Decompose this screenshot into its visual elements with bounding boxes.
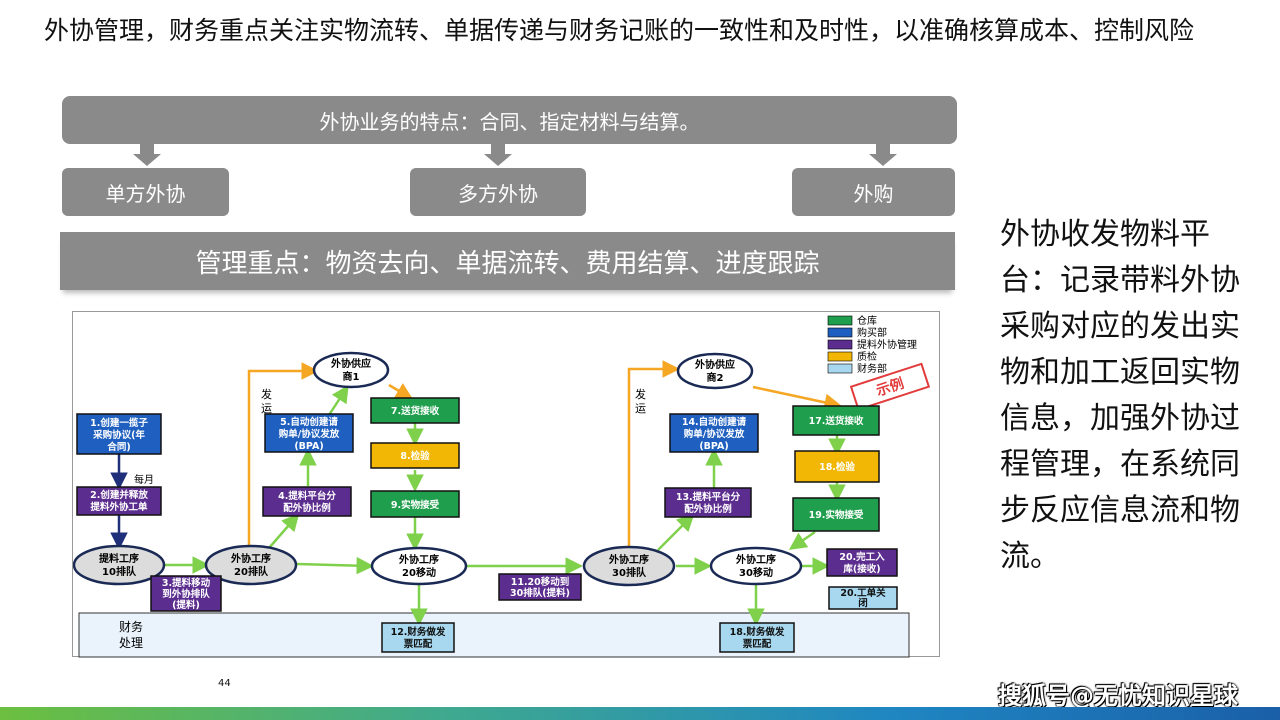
oval-supplier1: 外协供应 商1 xyxy=(312,351,390,389)
svg-text:20.完工入: 20.完工入 xyxy=(839,551,885,563)
svg-text:20移动: 20移动 xyxy=(402,566,436,579)
box-18-invoice: 18.财务做发 票匹配 xyxy=(719,622,795,653)
svg-text:11.20移动到: 11.20移动到 xyxy=(511,576,570,588)
svg-text:30移动: 30移动 xyxy=(739,566,773,579)
box-17-receive: 17.送货接收 xyxy=(792,405,880,436)
ship-label-1: 发 xyxy=(261,387,272,401)
box-2-work-order: 2.创建并释放 提料外协工单 xyxy=(76,486,162,516)
svg-text:14.自动创建请: 14.自动创建请 xyxy=(682,416,747,428)
box-12-invoice: 12.财务做发 票匹配 xyxy=(381,622,455,653)
legend-item: 购买部 xyxy=(857,326,887,339)
svg-text:配外协比例: 配外协比例 xyxy=(283,502,331,514)
process-flow-diagram: 财务 处理 仓库 购买部 提料外协管理 质检 财务部 示例 xyxy=(72,311,940,658)
svg-text:提料工序: 提料工序 xyxy=(99,552,139,565)
svg-text:外协工序: 外协工序 xyxy=(398,553,439,566)
svg-text:外协工序: 外协工序 xyxy=(230,552,271,565)
svg-text:2.创建并释放: 2.创建并释放 xyxy=(90,489,148,501)
example-stamp: 示例 xyxy=(849,362,931,411)
svg-text:3.提料移动: 3.提料移动 xyxy=(162,577,211,589)
oval-op10: 提料工序 10排队 xyxy=(73,544,166,586)
svg-text:外协供应: 外协供应 xyxy=(694,358,735,371)
box-4-allocate: 4.提料平台分 配外协比例 xyxy=(262,486,352,517)
svg-text:30排队: 30排队 xyxy=(612,566,647,579)
svg-text:购单/协议发放: 购单/协议发放 xyxy=(684,428,745,440)
svg-text:外协工序: 外协工序 xyxy=(735,553,776,566)
management-focus: 管理重点：物资去向、单据流转、费用结算、进度跟踪 xyxy=(60,232,955,290)
svg-text:7.送货接收: 7.送货接收 xyxy=(391,405,440,417)
subtype-purchase: 外购 xyxy=(792,168,955,216)
headline: 外协管理，财务重点关注实物流转、单据传递与财务记账的一致性和及时性，以准确核算成… xyxy=(44,16,1195,45)
svg-text:20.工单关: 20.工单关 xyxy=(840,587,886,599)
box-1-blanket-agreement: 1.创建一揽子 采购协议(年 合同) xyxy=(76,413,162,455)
svg-text:外协工序: 外协工序 xyxy=(608,553,649,566)
svg-text:8.检验: 8.检验 xyxy=(400,450,430,462)
monthly-label: 每月 xyxy=(134,473,154,486)
box-7-receive: 7.送货接收 xyxy=(370,397,460,424)
svg-text:20排队: 20排队 xyxy=(234,565,269,578)
subtype-multi: 多方外协 xyxy=(410,168,586,216)
svg-text:12.财务做发: 12.财务做发 xyxy=(391,626,446,638)
banner-arrows xyxy=(133,144,897,166)
svg-text:闭: 闭 xyxy=(858,597,868,609)
svg-text:5.自动创建请: 5.自动创建请 xyxy=(280,416,338,428)
box-3-move: 3.提料移动 到外协排队 (提料) xyxy=(150,575,222,612)
box-13-allocate: 13.提料平台分 配外协比例 xyxy=(664,487,752,518)
svg-text:1.创建一揽子: 1.创建一揽子 xyxy=(90,417,148,429)
svg-text:(BPA): (BPA) xyxy=(699,441,728,452)
svg-text:18.财务做发: 18.财务做发 xyxy=(730,626,785,638)
legend-item: 仓库 xyxy=(857,314,877,327)
box-14-requisition: 14.自动创建请 购单/协议发放 (BPA) xyxy=(669,413,759,453)
svg-text:商1: 商1 xyxy=(343,370,360,383)
oval-supplier2: 外协供应 商2 xyxy=(676,352,754,390)
svg-text:18.检验: 18.检验 xyxy=(819,461,855,473)
svg-text:库(接收): 库(接收) xyxy=(842,563,880,575)
legend: 仓库 购买部 提料外协管理 质检 财务部 xyxy=(827,314,917,375)
box-20-complete: 20.完工入 库(接收) xyxy=(826,548,898,577)
svg-text:购单/协议发放: 购单/协议发放 xyxy=(279,428,340,440)
svg-text:4.提料平台分: 4.提料平台分 xyxy=(278,490,336,502)
box-18-inspect: 18.检验 xyxy=(794,450,880,483)
box-19-accept: 19.实物接受 xyxy=(792,497,880,532)
svg-text:配外协比例: 配外协比例 xyxy=(684,503,732,515)
side-description: 外协收发物料平台：记录带料外协采购对应的发出实物和加工返回实物信息，加强外协过程… xyxy=(1000,217,1240,574)
svg-text:(提料): (提料) xyxy=(172,599,200,611)
ship-label-1b: 运 xyxy=(261,402,272,415)
feature-banner: 外协业务的特点：合同、指定材料与结算。 xyxy=(62,96,957,144)
svg-text:商2: 商2 xyxy=(707,371,724,384)
legend-item: 提料外协管理 xyxy=(857,338,917,351)
finance-lane-label-2: 处理 xyxy=(119,636,143,650)
svg-text:19.实物接受: 19.实物接受 xyxy=(809,509,864,521)
finance-lane-label-1: 财务 xyxy=(119,619,143,634)
svg-text:票匹配: 票匹配 xyxy=(742,638,772,650)
oval-op20-move: 外协工序 20移动 xyxy=(370,546,468,586)
legend-item: 财务部 xyxy=(857,362,887,375)
svg-text:30排队(提料): 30排队(提料) xyxy=(510,587,570,599)
bottom-gradient-bar xyxy=(0,707,1280,720)
box-8-inspect: 8.检验 xyxy=(370,442,460,469)
svg-text:合同): 合同) xyxy=(107,441,130,453)
ship-label-2: 发 xyxy=(635,387,646,401)
box-20-close: 20.工单关 闭 xyxy=(828,586,898,610)
ship-label-2b: 运 xyxy=(635,402,646,415)
svg-text:采购协议(年: 采购协议(年 xyxy=(92,429,145,441)
svg-text:17.送货接收: 17.送货接收 xyxy=(809,415,864,427)
svg-text:(BPA): (BPA) xyxy=(294,441,323,452)
svg-text:到外协排队: 到外协排队 xyxy=(162,588,210,600)
box-11-move: 11.20移动到 30排队(提料) xyxy=(498,573,582,601)
subtype-single: 单方外协 xyxy=(62,168,229,216)
svg-text:10排队: 10排队 xyxy=(102,565,137,578)
svg-text:外协供应: 外协供应 xyxy=(330,357,371,370)
box-9-accept: 9.实物接受 xyxy=(370,490,460,518)
svg-text:13.提料平台分: 13.提料平台分 xyxy=(676,491,741,503)
svg-text:票匹配: 票匹配 xyxy=(403,638,433,650)
page-number: 44 xyxy=(218,678,231,689)
svg-text:9.实物接受: 9.实物接受 xyxy=(391,499,440,511)
legend-item: 质检 xyxy=(857,350,877,363)
oval-op30-queue: 外协工序 30排队 xyxy=(582,545,676,587)
watermark: 搜狐号@无忧知识星球 xyxy=(998,682,1238,710)
svg-text:提料外协工单: 提料外协工单 xyxy=(90,501,148,513)
oval-op30-move: 外协工序 30移动 xyxy=(709,546,803,586)
box-5-requisition: 5.自动创建请 购单/协议发放 (BPA) xyxy=(264,413,354,453)
oval-op20-queue: 外协工序 20排队 xyxy=(204,544,298,586)
